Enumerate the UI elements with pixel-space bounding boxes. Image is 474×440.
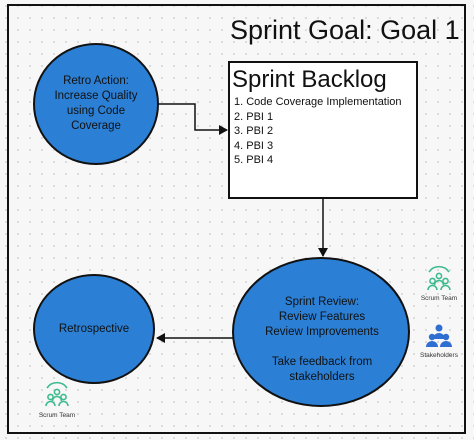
sprint-review-node[interactable] xyxy=(232,257,410,407)
scrum-team-label: Scrum Team xyxy=(38,412,76,419)
connector-retro-to-backlog xyxy=(158,103,228,135)
stakeholders-icon xyxy=(426,324,452,347)
sprint-backlog-box[interactable] xyxy=(228,61,418,199)
backlog-item: 1. Code Coverage Implementation xyxy=(234,96,402,108)
scrum-team-icon xyxy=(45,381,69,407)
retrospective-node[interactable] xyxy=(33,274,155,384)
backlog-item: 3. PBI 2 xyxy=(234,125,274,137)
backlog-item: 5. PBI 4 xyxy=(234,154,274,166)
diagram-frame xyxy=(7,4,466,434)
scrum-team-icon xyxy=(427,265,451,291)
backlog-item: 4. PBI 3 xyxy=(234,139,274,152)
backlog-item: 2. PBI 1 xyxy=(234,110,274,123)
sprint-review-text: Sprint Review: Review Features Review Im… xyxy=(265,296,379,383)
sprint-goal-title: Sprint Goal: Goal 1 xyxy=(230,15,460,45)
stakeholders-label: Stakeholders xyxy=(420,352,458,359)
sprint-backlog-heading: Sprint Backlog xyxy=(232,66,387,93)
scrum-team-label: Scrum Team xyxy=(420,295,458,302)
retrospective-label: Retrospective xyxy=(58,323,130,335)
sprint-backlog-list: 1. Code Coverage Implementation 2. PBI 1… xyxy=(234,95,402,168)
retro-action-text: Retro Action: Increase Quality using Cod… xyxy=(54,75,138,132)
